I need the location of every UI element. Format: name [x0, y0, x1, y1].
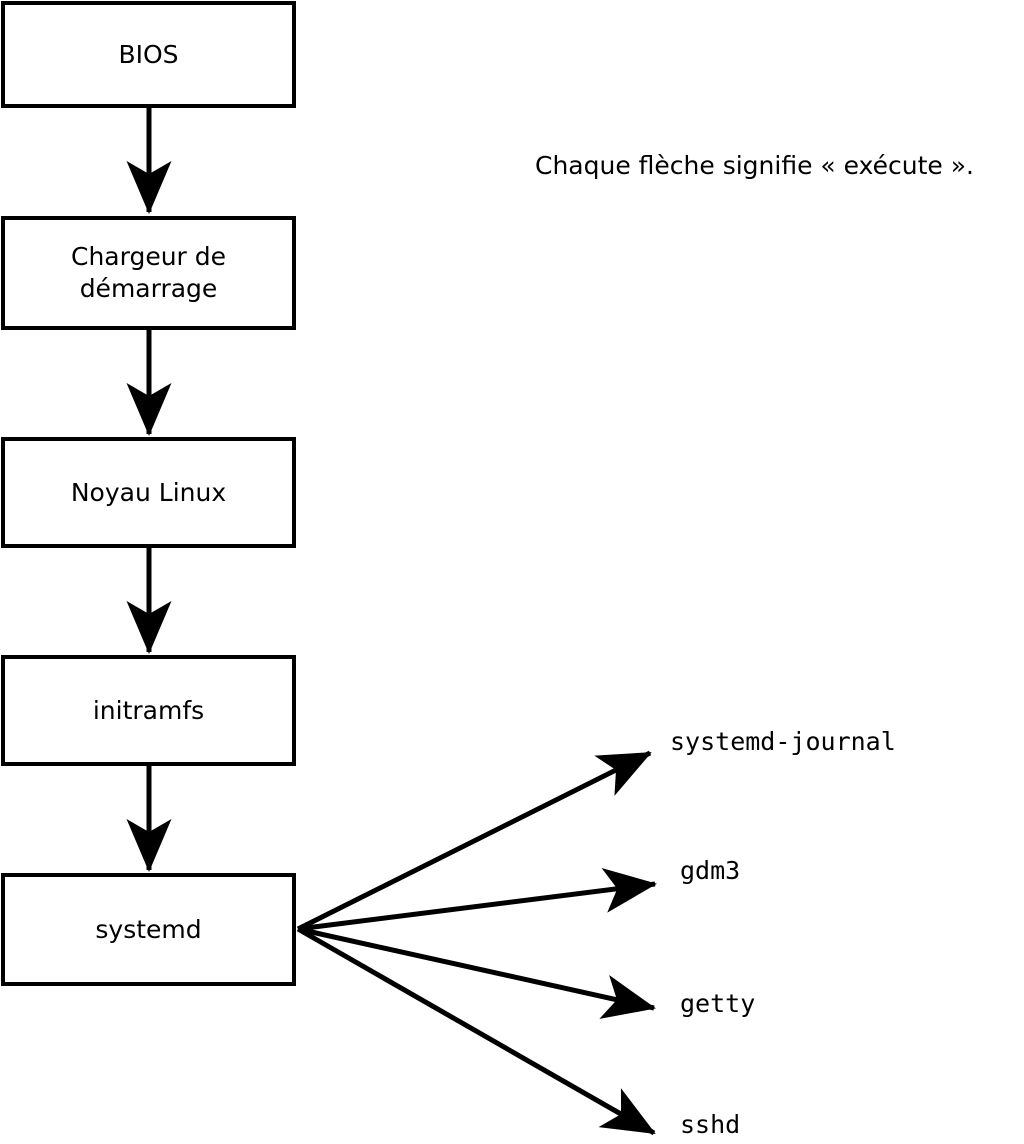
node-bootloader-label: Chargeur de démarrage — [70, 242, 227, 303]
node-bootloader[interactable]: Chargeur de démarrage — [1, 216, 296, 330]
edge-systemd-to-sshd — [296, 926, 656, 1136]
node-systemd-label: systemd — [95, 914, 202, 944]
node-bios-label: BIOS — [118, 39, 179, 69]
edge-systemd-to-gdm3 — [297, 868, 657, 932]
leaf-node-getty[interactable]: getty — [680, 989, 756, 1018]
node-kernel-label: Noyau Linux — [70, 477, 227, 507]
node-bios[interactable]: BIOS — [1, 1, 296, 108]
edge-systemd-to-getty — [297, 926, 656, 1019]
node-kernel[interactable]: Noyau Linux — [1, 437, 296, 548]
node-initramfs-label: initramfs — [92, 695, 205, 725]
leaf-node-sshd[interactable]: sshd — [680, 1110, 741, 1139]
leaf-node-gdm3[interactable]: gdm3 — [680, 856, 741, 885]
diagram-annotation: Chaque flèche signifie « exécute ». — [535, 151, 974, 180]
edge-systemd-to-systemd-journal — [296, 750, 652, 932]
leaf-node-systemd-journal[interactable]: systemd-journal — [670, 727, 896, 756]
node-systemd[interactable]: systemd — [1, 873, 296, 986]
node-initramfs[interactable]: initramfs — [1, 655, 296, 766]
